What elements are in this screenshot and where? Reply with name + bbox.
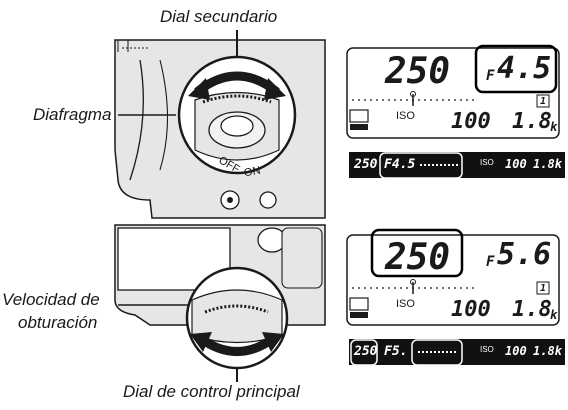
lcd-bottom-bracket: 1.8	[512, 297, 552, 322]
viewfinder-bottom-shutter: 250	[354, 344, 378, 359]
viewfinder-top-aperture: F4.5	[384, 157, 416, 172]
viewfinder-top-shutter: 250	[354, 157, 378, 172]
lcd-top-card: 1	[540, 96, 547, 107]
lcd-bottom-count: 100	[451, 297, 491, 322]
aperture-label: Diafragma	[33, 105, 112, 124]
lcd-top-k: k	[550, 120, 558, 134]
lcd-bottom-aperture: 5.6	[497, 237, 552, 272]
viewfinder-top-scale	[420, 164, 458, 166]
viewfinder-bottom	[349, 339, 565, 365]
viewfinder-bottom-count: 100	[505, 344, 527, 358]
shutter-speed-label-line1: Velocidad de	[2, 290, 100, 309]
main-dial-label: Dial de control principal	[123, 382, 300, 401]
lcd-top-aperture: 4.5	[497, 51, 552, 86]
lcd-bottom-aperture-prefix: F	[486, 254, 495, 270]
lcd-top-shutter: 250	[385, 51, 451, 92]
lcd-bottom-iso-label: ISO	[396, 298, 415, 310]
lcd-top-count: 100	[451, 109, 491, 134]
lcd-top-bracket: 1.8	[512, 109, 552, 134]
shutter-speed-label-line2: obturación	[18, 313, 98, 332]
viewfinder-bottom-bracket: 1.8k	[533, 344, 562, 358]
viewfinder-top-iso: ISO	[480, 158, 494, 167]
secondary-dial-label: Dial secundario	[160, 7, 278, 26]
lcd-bottom-card: 1	[540, 283, 547, 294]
lcd-bottom-shutter: 250	[385, 237, 451, 278]
viewfinder-bottom-aperture: F5.	[384, 344, 408, 359]
viewfinder-top-count: 100	[505, 157, 527, 171]
lcd-top-aperture-prefix: F	[486, 68, 495, 84]
lcd-top-iso-label: ISO	[396, 110, 415, 122]
viewfinder-top-bracket: 1.8k	[533, 157, 562, 171]
viewfinder-bottom-scale	[418, 351, 456, 353]
viewfinder-bottom-iso: ISO	[480, 345, 494, 354]
lcd-bottom-k: k	[550, 308, 558, 322]
